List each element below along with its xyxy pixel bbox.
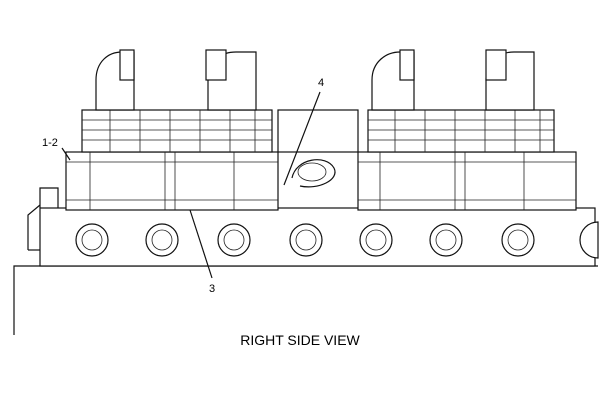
- exhaust-manifold-right: [357, 109, 577, 211]
- turbo-elbow-3: [371, 49, 415, 111]
- view-title: RIGHT SIDE VIEW: [240, 332, 360, 348]
- port-5: [359, 223, 393, 257]
- port-4: [289, 223, 323, 257]
- center-connector: [277, 109, 359, 188]
- port-6: [429, 223, 463, 257]
- turbo-elbow-1: [95, 49, 135, 111]
- callout-3: 3: [209, 283, 215, 295]
- turbo-elbow-4: [485, 49, 535, 111]
- exhaust-manifold-left: [65, 109, 279, 211]
- callout-4: 4: [318, 77, 324, 89]
- port-7: [501, 223, 535, 257]
- turbo-elbow-2: [205, 49, 257, 111]
- callout-1-2: 1-2: [42, 137, 58, 149]
- port-1: [75, 223, 109, 257]
- port-3: [217, 223, 251, 257]
- port-8: [579, 221, 599, 259]
- port-2: [145, 223, 179, 257]
- leader-lines: [61, 91, 321, 279]
